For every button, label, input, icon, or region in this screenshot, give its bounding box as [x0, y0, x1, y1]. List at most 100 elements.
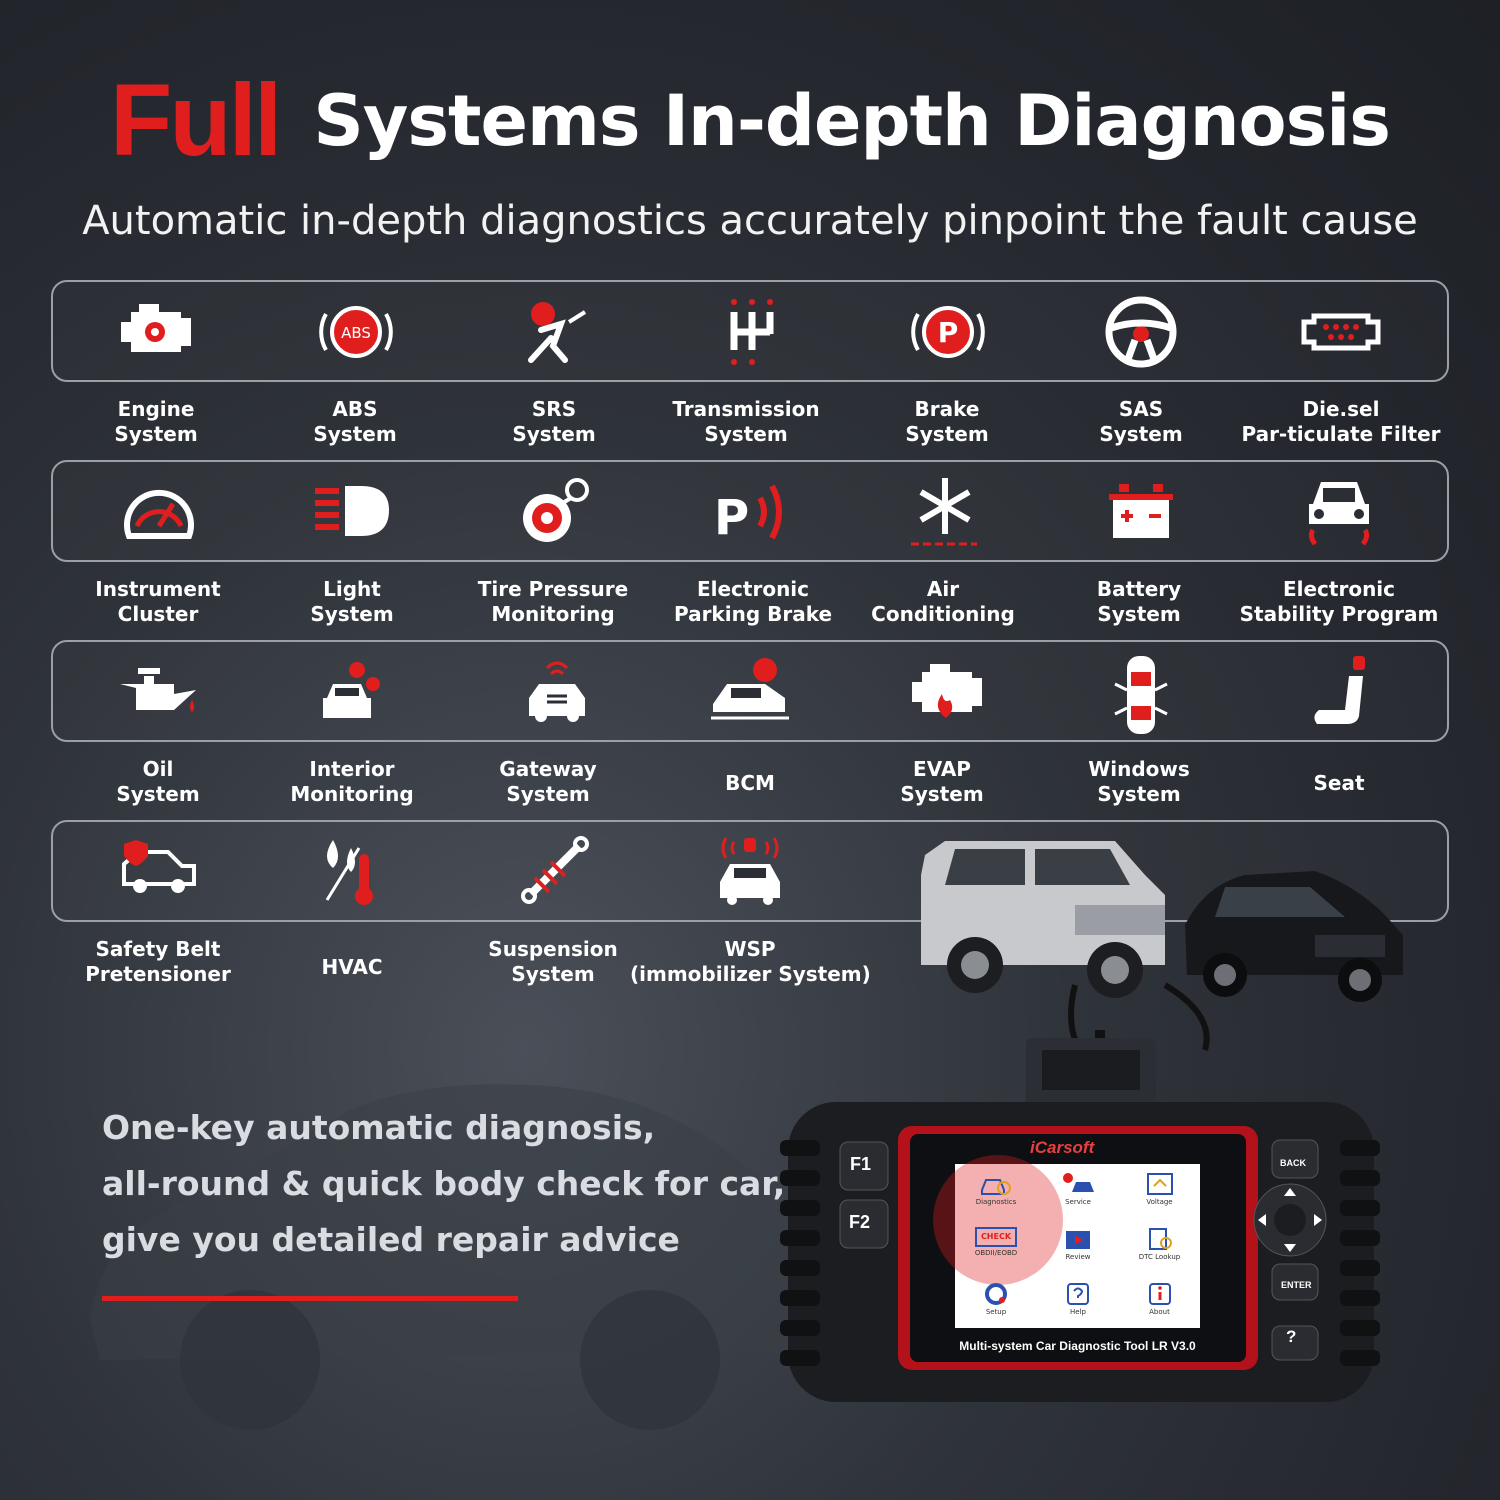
back-key[interactable]	[1271, 1139, 1319, 1179]
menu-item-diagnostics[interactable]: Diagnostics	[955, 1164, 1037, 1218]
promo-text: One-key automatic diagnosis,all-round & …	[102, 1108, 786, 1259]
system-cell-windows	[1041, 654, 1241, 744]
about-icon	[1148, 1283, 1171, 1305]
sedan-image	[1185, 871, 1403, 1002]
svg-text:ABS: ABS	[341, 324, 371, 342]
system-cell-light	[253, 474, 453, 550]
page-title: Full Systems In-depth Diagnosis	[0, 62, 1500, 179]
battery-icon	[1109, 484, 1173, 538]
immobilizer-icon	[720, 837, 780, 905]
system-cell-instrument	[59, 474, 259, 550]
steering-wheel-icon	[1105, 296, 1177, 368]
system-cell-gateway	[457, 654, 657, 730]
menu-item-about[interactable]: About	[1119, 1274, 1200, 1328]
system-label-immobilizer: WSP(immobilizer System)	[630, 937, 871, 986]
system-label-bcm: BCM	[725, 771, 775, 795]
headlight-icon	[315, 486, 389, 536]
diagnostics-highlight	[933, 1155, 1063, 1285]
title-rest: Systems In-depth Diagnosis	[313, 79, 1391, 162]
help-key[interactable]	[1271, 1325, 1319, 1361]
brake-p-icon: P	[911, 306, 985, 358]
enter-label: ENTER	[1281, 1280, 1312, 1290]
tire-pressure-icon	[523, 478, 589, 542]
system-cell-belt	[59, 834, 259, 910]
suspension-icon	[521, 836, 589, 904]
system-cell-brake: P	[848, 294, 1048, 370]
system-label-seat: Seat	[1313, 771, 1365, 795]
seat-icon	[1314, 656, 1365, 724]
help-key-label: ?	[1286, 1327, 1297, 1346]
svg-text:P: P	[714, 490, 749, 546]
snowflake-icon	[911, 478, 977, 546]
gateway-car-icon	[529, 661, 585, 722]
review-icon	[1066, 1231, 1090, 1249]
menu-item-dtc-lookup[interactable]: DTC Lookup	[1119, 1219, 1200, 1273]
system-cell-ac	[845, 474, 1045, 550]
bcm-car-icon	[711, 658, 789, 720]
parking-brake-icon: P	[714, 484, 782, 546]
menu-item-help[interactable]: Help	[1037, 1274, 1119, 1328]
f1-label: F1	[850, 1154, 872, 1174]
dtc-lookup-icon	[1148, 1228, 1172, 1250]
f1-key[interactable]	[839, 1141, 889, 1191]
obd-check-icon: CHECK	[975, 1227, 1017, 1247]
page-subtitle: Automatic in-depth diagnostics accuratel…	[82, 198, 1418, 244]
back-label: BACK	[1280, 1158, 1306, 1168]
system-cell-srs	[455, 294, 655, 370]
setup-icon	[985, 1283, 1007, 1305]
system-cell-suspension	[455, 834, 655, 910]
system-cell-battery	[1041, 474, 1241, 550]
menu-item-review[interactable]: Review	[1037, 1219, 1119, 1273]
system-cell-oil	[59, 654, 259, 730]
system-cell-esp	[1239, 474, 1439, 550]
title-highlight: Full	[110, 63, 282, 177]
service-icon	[1063, 1173, 1094, 1192]
system-cell-seat	[1241, 654, 1441, 730]
device-model: Multi-system Car Diagnostic Tool LR V3.0	[959, 1339, 1196, 1353]
system-cell-bcm	[650, 654, 850, 730]
f2-key[interactable]	[839, 1199, 889, 1249]
system-cell-abs: ABS	[256, 294, 456, 370]
device-menu-grid: Diagnostics Service Voltage CHECK OBDII/…	[955, 1164, 1200, 1328]
oil-can-icon	[120, 668, 196, 712]
systems-row-4-frame	[51, 820, 1449, 922]
help-icon	[1067, 1283, 1089, 1305]
menu-item-obd[interactable]: CHECK OBDII/EOBD	[955, 1219, 1037, 1273]
device-brand: iCarsoft	[1030, 1138, 1095, 1157]
srs-airbag-icon	[528, 302, 587, 363]
gear-shift-icon	[730, 299, 774, 365]
suv-image	[921, 841, 1165, 998]
system-cell-epb: P	[650, 474, 850, 550]
diagnostics-icon	[981, 1179, 1011, 1195]
vehicles-illustration	[921, 841, 1403, 1052]
background-car-silhouette	[90, 1084, 805, 1430]
system-cell-sas	[1041, 294, 1241, 370]
systems-row-3-frame	[51, 640, 1449, 742]
systems-row-1-frame	[51, 280, 1449, 382]
svg-text:P: P	[938, 316, 959, 349]
system-cell-evap	[848, 654, 1048, 730]
menu-item-setup[interactable]: Setup	[955, 1274, 1037, 1328]
menu-item-service[interactable]: Service	[1037, 1164, 1119, 1218]
dpf-filter-icon	[1301, 313, 1381, 351]
system-cell-transmission	[652, 294, 852, 370]
abs-icon: ABS	[319, 306, 393, 358]
gauge-icon	[124, 489, 194, 539]
menu-item-voltage[interactable]: Voltage	[1119, 1164, 1200, 1218]
enter-key[interactable]	[1271, 1263, 1319, 1301]
system-cell-engine	[57, 294, 257, 370]
